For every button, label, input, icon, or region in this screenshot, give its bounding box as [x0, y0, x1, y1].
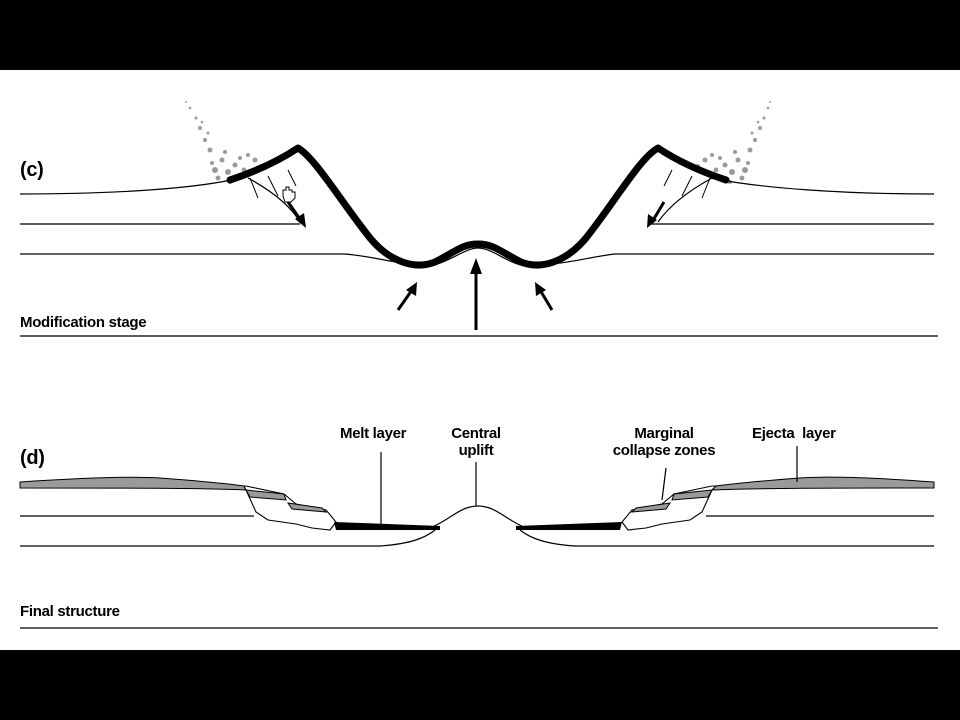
- uplift-inner-curve: [429, 247, 526, 267]
- marginal-collapse-label-line2: collapse zones: [612, 442, 716, 459]
- central-uplift-label-line1: Central: [451, 425, 501, 442]
- central-uplift-label-line2: uplift: [458, 442, 494, 459]
- top-black-band: [0, 0, 960, 70]
- stratum-surface-c: [19, 177, 935, 195]
- crater-lining-c: [226, 144, 730, 269]
- melt-layer-left: [334, 522, 440, 530]
- central-uplift-dome: [429, 505, 527, 529]
- stratum-lower-d: [20, 529, 934, 547]
- melt-layer-label: Melt layer: [340, 425, 407, 442]
- panel-d-drawing: [19, 446, 938, 629]
- panel-c-letter: (c): [20, 159, 44, 181]
- arrows-c: [286, 201, 666, 330]
- ejecta-layer-right: [710, 476, 935, 491]
- marginal-collapse-label: Marginal collapse zones: [602, 425, 726, 459]
- hand-cursor-icon: [282, 186, 296, 203]
- slump-curve-right: [657, 177, 713, 223]
- melt-layer-right: [516, 522, 622, 530]
- diagram-panel: [0, 70, 960, 650]
- modification-stage-label: Modification stage: [20, 314, 147, 331]
- collapse-ejecta-right: [630, 489, 713, 513]
- final-structure-label: Final structure: [20, 603, 120, 620]
- ejecta-layer-label: Ejecta layer: [752, 425, 836, 442]
- ejecta-debris-left: [185, 101, 264, 184]
- fractures-c: [249, 169, 711, 199]
- collapse-ejecta-left: [245, 489, 328, 513]
- central-uplift-label: Central uplift: [440, 425, 512, 459]
- bottom-black-band: [0, 650, 960, 720]
- leader-lines-d: [380, 446, 798, 524]
- panel-c-drawing: [19, 101, 938, 337]
- marginal-collapse-label-line1: Marginal: [634, 425, 694, 442]
- ejecta-layer-left: [19, 476, 247, 491]
- panel-d-letter: (d): [20, 447, 45, 469]
